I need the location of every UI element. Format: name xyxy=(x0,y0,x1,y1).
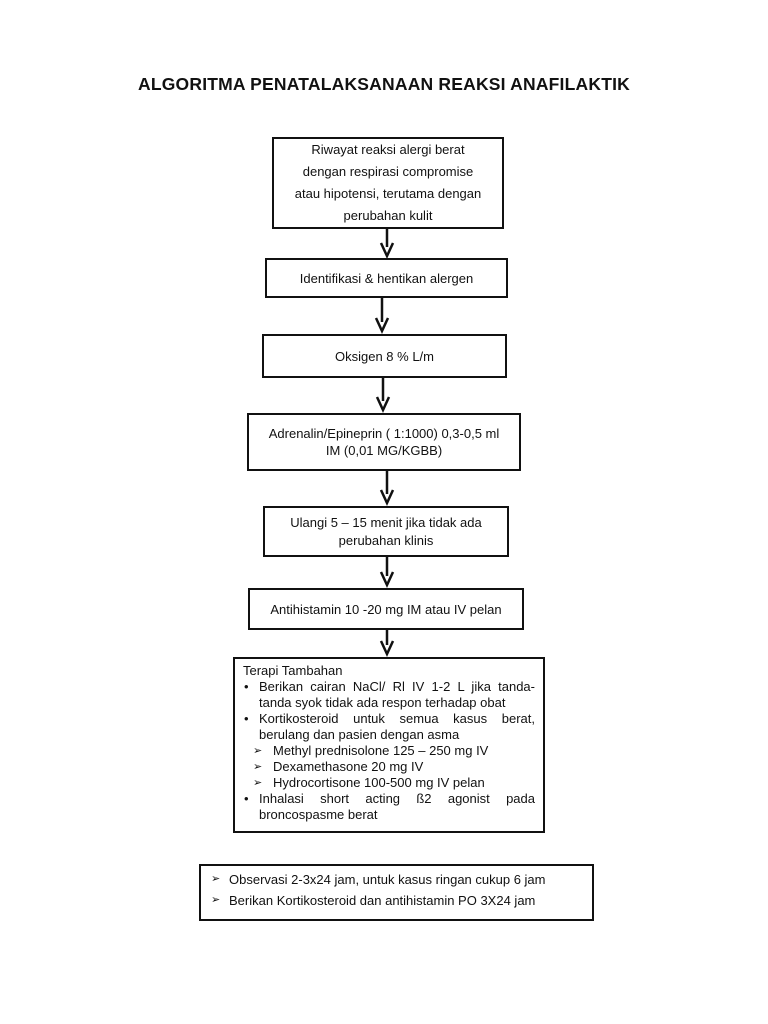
arrow-bullet-icon: ➢ xyxy=(253,777,263,789)
terapi-subitem-text: Dexamethasone 20 mg IV xyxy=(273,759,424,774)
step-text: dengan respirasi compromise xyxy=(302,164,474,179)
connector-4-5 xyxy=(379,471,395,506)
terapi-item: • Berikan cairan NaCl/ Rl IV 1-2 L jika … xyxy=(243,679,535,711)
connector-5-6 xyxy=(379,557,395,588)
terapi-item-text: Inhalasi short acting ß2 agonist pada br… xyxy=(259,791,535,822)
step-text: Ulangi 5 – 15 menit jika tidak ada xyxy=(290,514,482,530)
arrow-bullet-icon: ➢ xyxy=(211,873,221,885)
observasi-item: ➢ Berikan Kortikosteroid dan antihistami… xyxy=(209,890,586,911)
step-text: IM (0,01 MG/KGBB) xyxy=(325,443,443,458)
step-text: perubahan klinis xyxy=(338,532,434,548)
terapi-item-text: Kortikosteroid untuk semua kasus berat, … xyxy=(259,711,535,742)
step-box-oksigen: Oksigen 8 % L/m xyxy=(262,334,507,378)
terapi-item: • Kortikosteroid untuk semua kasus berat… xyxy=(243,711,535,743)
bullet-icon: • xyxy=(244,679,249,694)
terapi-list: • Inhalasi short acting ß2 agonist pada … xyxy=(243,791,535,823)
connector-3-4 xyxy=(375,378,391,413)
terapi-subitem: ➢ Dexamethasone 20 mg IV xyxy=(251,759,535,775)
terapi-subitem: ➢ Hydrocortisone 100-500 mg IV pelan xyxy=(251,775,535,791)
step-box-antihistamin: Antihistamin 10 -20 mg IM atau IV pelan xyxy=(248,588,524,630)
arrow-bullet-icon: ➢ xyxy=(253,745,263,757)
step-text: Identifikasi & hentikan alergen xyxy=(299,270,474,286)
step-box-adrenalin: Adrenalin/Epineprin ( 1:1000) 0,3-0,5 ml… xyxy=(247,413,521,471)
step-text: Antihistamin 10 -20 mg IM atau IV pelan xyxy=(270,601,502,617)
terapi-subitem-text: Methyl prednisolone 125 – 250 mg IV xyxy=(273,743,489,758)
observasi-item-text: Berikan Kortikosteroid dan antihistamin … xyxy=(229,893,536,908)
step-box-identifikasi: Identifikasi & hentikan alergen xyxy=(265,258,508,298)
connector-6-7 xyxy=(379,630,395,657)
step-box-ulangi: Ulangi 5 – 15 menit jika tidak ada perub… xyxy=(263,506,509,557)
bullet-icon: • xyxy=(244,791,249,806)
observasi-list: ➢ Observasi 2-3x24 jam, untuk kasus ring… xyxy=(209,869,586,911)
observasi-item: ➢ Observasi 2-3x24 jam, untuk kasus ring… xyxy=(209,869,586,890)
terapi-subitem: ➢ Methyl prednisolone 125 – 250 mg IV xyxy=(251,743,535,759)
observasi-box: ➢ Observasi 2-3x24 jam, untuk kasus ring… xyxy=(199,864,594,921)
diagram-title: ALGORITMA PENATALAKSANAAN REAKSI ANAFILA… xyxy=(138,74,630,94)
connector-2-3 xyxy=(374,298,390,334)
step-text: perubahan kulit xyxy=(343,208,433,223)
step-text: Adrenalin/Epineprin ( 1:1000) 0,3-0,5 ml xyxy=(268,426,500,441)
terapi-sublist: ➢ Methyl prednisolone 125 – 250 mg IV ➢ … xyxy=(243,743,535,791)
terapi-list: • Berikan cairan NaCl/ Rl IV 1-2 L jika … xyxy=(243,679,535,743)
step-text: atau hipotensi, terutama dengan xyxy=(294,186,482,201)
terapi-subitem-text: Hydrocortisone 100-500 mg IV pelan xyxy=(273,775,485,790)
step-box-riwayat: Riwayat reaksi alergi berat dengan respi… xyxy=(272,137,504,229)
step-text: Riwayat reaksi alergi berat xyxy=(311,142,465,157)
terapi-tambahan-box: Terapi Tambahan • Berikan cairan NaCl/ R… xyxy=(233,657,545,833)
terapi-heading: Terapi Tambahan xyxy=(243,663,343,678)
terapi-item: • Inhalasi short acting ß2 agonist pada … xyxy=(243,791,535,823)
observasi-item-text: Observasi 2-3x24 jam, untuk kasus ringan… xyxy=(229,872,546,887)
terapi-item-text: Berikan cairan NaCl/ Rl IV 1-2 L jika ta… xyxy=(259,679,535,710)
connector-1-2 xyxy=(379,229,395,259)
arrow-bullet-icon: ➢ xyxy=(211,894,221,906)
step-text: Oksigen 8 % L/m xyxy=(335,348,434,364)
bullet-icon: • xyxy=(244,711,249,726)
arrow-bullet-icon: ➢ xyxy=(253,761,263,773)
